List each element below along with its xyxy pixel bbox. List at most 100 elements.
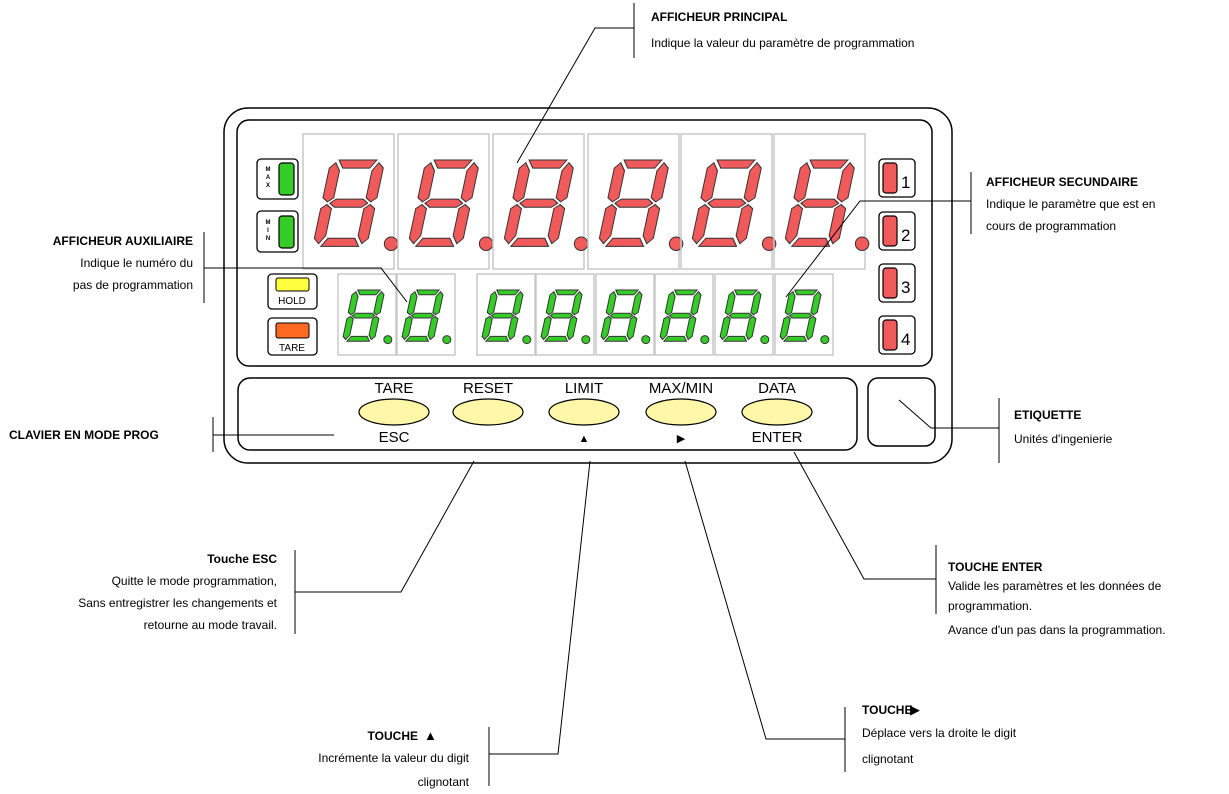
key-top-label: DATA [758, 380, 796, 397]
up-triangle-icon: ▲ [424, 728, 437, 743]
right-triangle-icon: ▶ [910, 702, 920, 717]
leader-esc [295, 460, 475, 593]
key-limit[interactable]: LIMIT▲ [548, 380, 620, 445]
key-max-min[interactable]: MAX/MIN ▶ [645, 380, 717, 445]
main-digit-decimal-point [573, 236, 589, 251]
main-display-title: AFFICHEUR PRINCIPAL [651, 10, 787, 24]
key-top-label: RESET [463, 380, 513, 397]
enter-title: TOUCHE ENTER [948, 560, 1043, 574]
secondary-digit-box [476, 273, 536, 356]
key-top-label: LIMIT [565, 380, 603, 397]
secondary-display-line1: Indique le paramètre que est en [986, 197, 1155, 211]
alarm-led-lamp [882, 267, 898, 299]
main-digit-box [680, 133, 773, 270]
hold-indicator: HOLD [267, 273, 318, 310]
enter-line2: programmation. [948, 599, 1032, 613]
secondary-digit-box [595, 273, 655, 356]
leader-right [684, 460, 845, 740]
secondary-digit-box [654, 273, 714, 356]
main-digit-decimal-point [854, 236, 870, 251]
right-line1: Déplace vers la droite le digit [862, 726, 1017, 740]
right-line2: clignotant [862, 752, 914, 766]
label-title: ETIQUETTE [1014, 408, 1081, 422]
tare-indicator: TARE [267, 317, 318, 356]
key-top-label: TARE [375, 380, 414, 397]
esc-title: Touche ESC [207, 552, 277, 566]
alarm-led-label: 3 [901, 278, 910, 297]
key-button[interactable] [358, 398, 430, 426]
up-title: TOUCHE [368, 729, 418, 743]
alarm-led-lamp [882, 215, 898, 247]
key-bottom-label: ▶ [677, 433, 686, 445]
secondary-display [476, 273, 834, 356]
alarm-led-1: 1 [878, 158, 916, 198]
main-digit-box [492, 133, 585, 270]
main-digit-decimal-point [761, 236, 777, 251]
aux-display-line1: Indique le numéro du [80, 256, 193, 270]
key-top-label: MAX/MIN [649, 380, 713, 397]
leader-up [489, 460, 591, 755]
main-digit-box [302, 133, 395, 270]
alarm-led-lamp [882, 162, 898, 194]
main-digit-box [397, 133, 490, 270]
key-button[interactable] [452, 398, 524, 426]
keypad-title: CLAVIER EN MODE PROG [9, 428, 159, 442]
right-title: TOUCHE [862, 703, 912, 717]
main-digit-decimal-point [478, 236, 494, 251]
leader-main-display [516, 27, 634, 164]
up-line1: Incrémente la valeur du digit [318, 751, 469, 765]
aux-digit-box [337, 273, 397, 356]
key-button[interactable] [741, 398, 813, 426]
alarm-led-label: 4 [901, 330, 910, 349]
secondary-digit-decimal-point [641, 335, 651, 345]
secondary-digit-decimal-point [820, 335, 830, 345]
alarm-led-4: 4 [878, 315, 916, 355]
secondary-digit-decimal-point [760, 335, 770, 345]
alarm-led-lamp [882, 319, 898, 351]
alarm-led-label: 1 [901, 173, 910, 192]
main-digit-box [587, 133, 680, 270]
aux-display-line2: pas de programmation [73, 278, 193, 292]
main-display [302, 133, 870, 270]
aux-digit-decimal-point [442, 335, 452, 345]
esc-line2: Sans entregistrer les changements et [78, 596, 277, 610]
leader-enter [793, 451, 936, 580]
secondary-digit-decimal-point [522, 335, 532, 345]
secondary-digit-decimal-point [581, 335, 591, 345]
aux-digit-decimal-point [383, 335, 393, 345]
key-button[interactable] [548, 398, 620, 426]
aux-display [337, 273, 456, 356]
up-line2: clignotant [418, 775, 470, 789]
key-button[interactable] [645, 398, 717, 426]
main-digit-decimal-point [383, 236, 399, 251]
min-led-lamp [278, 215, 295, 249]
main-digit-decimal-point [668, 236, 684, 251]
main-display-text: Indique la valeur du paramètre de progra… [651, 36, 914, 50]
esc-line1: Quitte le mode programmation, [112, 574, 277, 588]
secondary-digit-decimal-point [700, 335, 710, 345]
keypad-area [237, 377, 858, 451]
leader-label [898, 399, 999, 429]
leader-secondary-display [785, 200, 971, 298]
secondary-digit-box [535, 273, 595, 356]
secondary-display-title: AFFICHEUR SECUNDAIRE [986, 175, 1138, 189]
key-reset[interactable]: RESET [452, 380, 524, 426]
aux-display-title: AFFICHEUR AUXILIAIRE [53, 234, 193, 248]
alarm-led-label: 2 [901, 226, 910, 245]
alarm-led-3: 3 [878, 263, 916, 303]
label-text: Unités d'ingenierie [1014, 432, 1113, 446]
enter-line3: Avance d'un pas dans la programmation. [948, 623, 1166, 637]
alarm-led-2: 2 [878, 211, 916, 251]
aux-digit-box [396, 273, 456, 356]
leader-lines [203, 3, 1000, 786]
tare-label: TARE [279, 343, 305, 354]
hold-label: HOLD [278, 296, 306, 307]
enter-line1: Valide les paramètres et les données de [948, 579, 1162, 593]
label-window [867, 377, 936, 447]
